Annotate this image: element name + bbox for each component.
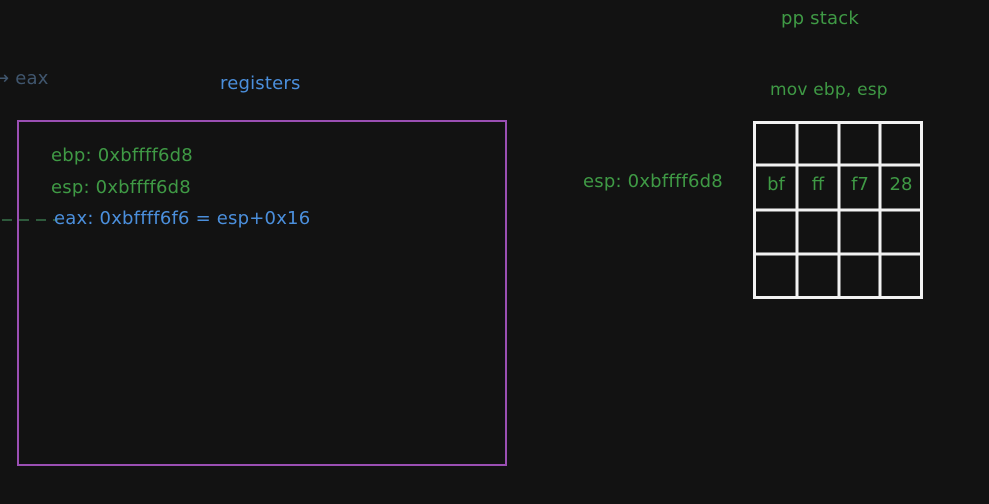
- registers-box[interactable]: [17, 120, 507, 466]
- register-eax: eax: 0xbffff6f6 = esp+0x16: [54, 208, 311, 229]
- register-ebp: ebp: 0xbffff6d8: [51, 145, 193, 166]
- dashed-connector: [2, 219, 58, 221]
- stack-cell-1-2: f7: [851, 174, 869, 195]
- stack-grid-lines: [753, 121, 923, 299]
- stack-cell-1-3: 28: [889, 174, 913, 195]
- registers-title: registers: [220, 73, 301, 94]
- offscreen-eax-text: eax: [15, 68, 49, 89]
- esp-pointer-label: esp: 0xbffff6d8: [583, 171, 723, 192]
- register-esp: esp: 0xbffff6d8: [51, 177, 191, 198]
- stack-cell-1-0: bf: [767, 174, 785, 195]
- offscreen-arrow-tip: →: [0, 68, 10, 89]
- stack-grid[interactable]: bf ff f7 28: [753, 121, 923, 299]
- stack-cell-1-1: ff: [811, 174, 825, 195]
- stack-instruction: mov ebp, esp: [770, 80, 888, 100]
- offscreen-eax-label: → eax: [0, 68, 49, 89]
- stack-title: pp stack: [781, 8, 859, 29]
